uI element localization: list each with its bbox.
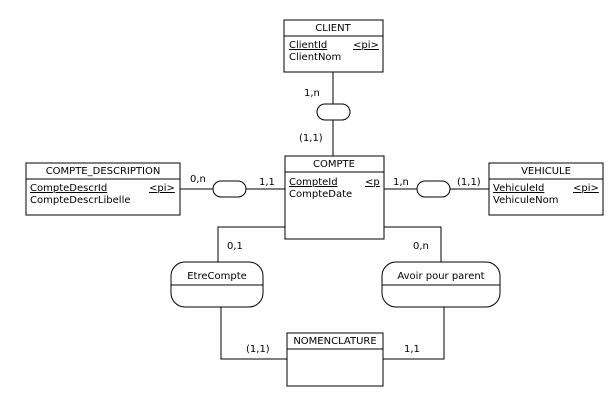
attr-clientid: ClientId [289,40,327,51]
card-compte-avoir: 0,n [413,241,429,252]
link-compte-etrecompte [217,226,285,262]
attr-compteid: CompteId [289,177,338,188]
link-compte-avoir [384,226,442,262]
association-client-compte[interactable] [316,103,351,121]
attr-clientnom: ClientNom [289,52,341,63]
attr-vehiculeid: VehiculeId [493,183,544,194]
entity-nomenclature-name: NOMENCLATURE [293,336,376,347]
card-vehicule-right: (1,1) [457,177,481,188]
attr-compteid-marker: <p [365,177,380,188]
card-nomen-etre: (1,1) [246,344,270,355]
attr-vehiculenom: VehiculeNom [493,195,558,206]
entity-compte-name: COMPTE [313,159,355,170]
entity-client-name: CLIENT [315,23,351,34]
entity-vehicule[interactable]: VEHICULE VehiculeId <pi> VehiculeNom [488,162,604,216]
card-compte-vehicule: 1,n [393,177,409,188]
entity-vehicule-name: VEHICULE [521,166,571,177]
card-compte-client: (1,1) [299,133,323,144]
attr-comptedescrid-marker: <pi> [149,183,175,194]
cardinality-labels: 1,n (1,1) 0,n 1,1 1,n (1,1) 0,1 0,n (1,1… [190,88,481,355]
attr-vehiculeid-marker: <pi> [573,183,599,194]
association-compte-vehicule[interactable] [416,180,451,198]
entity-compte[interactable]: COMPTE CompteId <p CompteDate [284,155,385,240]
entity-compte-description-name: COMPTE_DESCRIPTION [46,166,161,177]
entity-compte-description[interactable]: COMPTE_DESCRIPTION CompteDescrId <pi> Co… [25,162,181,216]
card-nomen-avoir: 1,1 [404,344,420,355]
etrecompte-label: EtreCompte [187,271,247,282]
entity-nomenclature[interactable]: NOMENCLATURE [286,332,384,387]
card-compte-descr: 1,1 [259,177,275,188]
attr-comptedescrlibelle: CompteDescrLibelle [30,195,131,206]
link-etrecompte-nomenclature [220,307,287,360]
avoir-pour-parent-label: Avoir pour parent [397,271,484,282]
entity-client[interactable]: CLIENT ClientId <pi> ClientNom [283,19,384,73]
attr-clientid-marker: <pi> [353,40,379,51]
link-avoir-nomenclature [383,307,445,360]
connection-lines [180,72,489,360]
association-descr-compte[interactable] [212,180,247,198]
card-compte-etre: 0,1 [227,241,243,252]
card-client-top: 1,n [304,88,320,99]
association-avoir-pour-parent[interactable]: Avoir pour parent [381,261,501,308]
card-descr-left: 0,n [190,174,206,185]
association-etrecompte[interactable]: EtreCompte [170,261,264,308]
attr-comptedate: CompteDate [289,189,352,200]
attr-comptedescrid: CompteDescrId [30,183,107,194]
